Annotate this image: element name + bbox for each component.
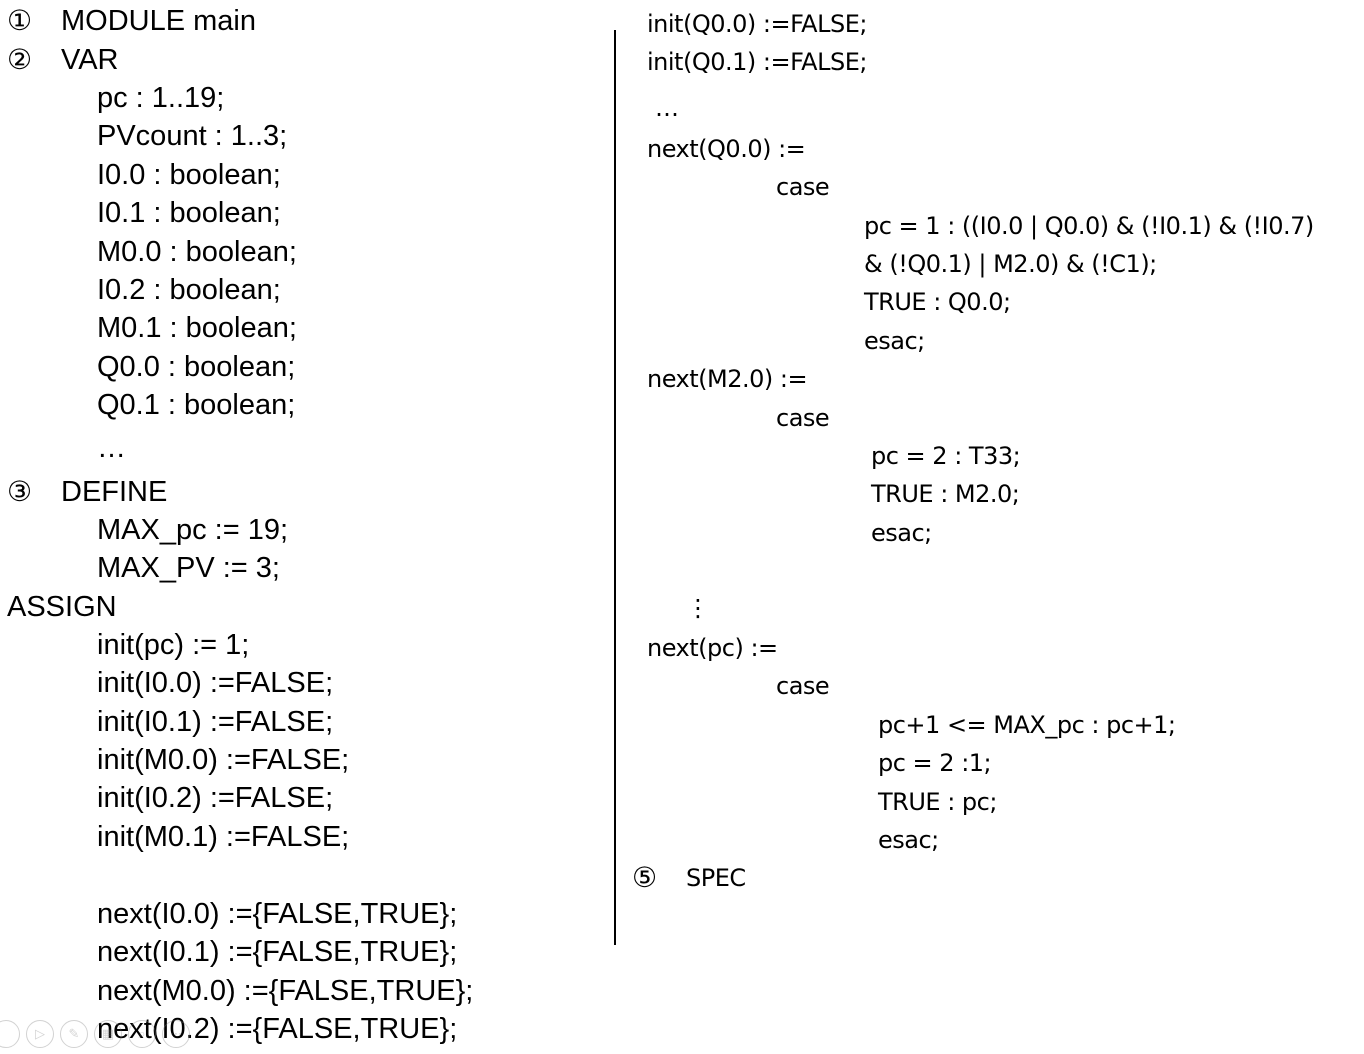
next-q00-heading: next(Q0.0) := <box>647 135 806 163</box>
var-heading: VAR <box>61 44 119 76</box>
init-line: init(M0.0) :=FALSE; <box>97 744 350 776</box>
var-line: Q0.0 : boolean; <box>97 351 296 383</box>
circle-icon[interactable] <box>0 1020 20 1048</box>
case-keyword: case <box>776 672 830 700</box>
ellipsis: … <box>655 94 679 122</box>
case-line: pc = 2 : T33; <box>871 442 1021 470</box>
marker-1: ① <box>7 4 33 37</box>
var-line: PVcount : 1..3; <box>97 120 288 152</box>
var-line: M0.0 : boolean; <box>97 236 297 268</box>
more-icon[interactable]: ⋯ <box>162 1020 190 1048</box>
var-ellipsis: … <box>97 432 126 464</box>
next-line: next(I0.0) :={FALSE,TRUE}; <box>97 898 458 930</box>
next-line: next(I0.1) :={FALSE,TRUE}; <box>97 936 458 968</box>
case-line: pc+1 <= MAX_pc : pc+1; <box>878 711 1176 739</box>
case-line: esac; <box>871 519 932 547</box>
case-line: TRUE : M2.0; <box>871 480 1020 508</box>
next-pc-heading: next(pc) := <box>647 634 778 662</box>
init-line: init(Q0.0) :=FALSE; <box>647 10 867 38</box>
case-keyword: case <box>776 173 830 201</box>
var-line: pc : 1..19; <box>97 82 225 114</box>
zoom-icon[interactable]: ⌕ <box>128 1020 156 1048</box>
marker-2: ② <box>7 43 33 76</box>
play-icon[interactable]: ▷ <box>26 1020 54 1048</box>
slideshow-toolbar: ▷ ✎ ▦ ⌕ ⋯ <box>0 1020 190 1054</box>
case-line: esac; <box>864 327 925 355</box>
case-line: pc = 1 : ((I0.0 | Q0.0) & (!I0.1) & (!I0… <box>864 212 1314 240</box>
var-line: I0.2 : boolean; <box>97 274 281 306</box>
module-heading: MODULE main <box>61 5 256 37</box>
next-m20-heading: next(M2.0) := <box>647 365 808 393</box>
next-line: next(M0.0) :={FALSE,TRUE}; <box>97 975 474 1007</box>
var-line: I0.1 : boolean; <box>97 197 281 229</box>
init-line: init(I0.1) :=FALSE; <box>97 706 334 738</box>
case-keyword: case <box>776 404 830 432</box>
assign-heading: ASSIGN <box>7 591 117 623</box>
var-line: Q0.1 : boolean; <box>97 389 296 421</box>
spec-heading: SPEC <box>686 864 746 892</box>
define-line: MAX_PV := 3; <box>97 552 280 584</box>
init-line: init(M0.1) :=FALSE; <box>97 821 350 853</box>
case-line: & (!Q0.1) | M2.0) & (!C1); <box>864 250 1157 278</box>
var-line: I0.0 : boolean; <box>97 159 281 191</box>
init-line: init(pc) := 1; <box>97 629 250 661</box>
column-divider <box>614 30 616 945</box>
define-line: MAX_pc := 19; <box>97 514 289 546</box>
define-heading: DEFINE <box>61 476 168 508</box>
var-line: M0.1 : boolean; <box>97 312 297 344</box>
vertical-ellipsis: ⋮ <box>686 594 710 622</box>
marker-3: ③ <box>7 475 33 508</box>
case-line: TRUE : Q0.0; <box>864 288 1011 316</box>
case-line: esac; <box>878 826 939 854</box>
grid-icon[interactable]: ▦ <box>94 1020 122 1048</box>
init-line: init(I0.2) :=FALSE; <box>97 782 334 814</box>
init-line: init(I0.0) :=FALSE; <box>97 667 334 699</box>
marker-5: ⑤ <box>632 861 658 894</box>
case-line: pc = 2 :1; <box>878 749 992 777</box>
pen-icon[interactable]: ✎ <box>60 1020 88 1048</box>
init-line: init(Q0.1) :=FALSE; <box>647 48 867 76</box>
case-line: TRUE : pc; <box>878 788 997 816</box>
